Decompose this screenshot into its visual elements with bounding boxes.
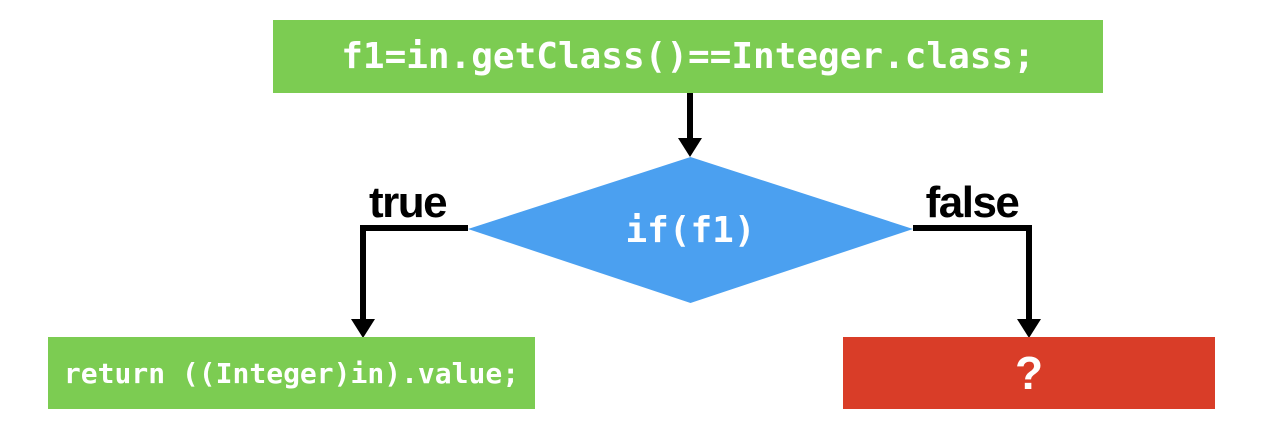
false-branch-vline [1026, 225, 1032, 319]
false-result-box: ? [843, 337, 1215, 409]
statement-box: f1=in.getClass()==Integer.class; [273, 20, 1103, 93]
false-result-question-mark: ? [1014, 347, 1044, 399]
true-result-code: return ((Integer)in).value; [63, 356, 520, 390]
false-branch-hline [913, 225, 1032, 231]
arrow-down-icon [1017, 319, 1041, 338]
decision-diamond [468, 157, 913, 303]
statement-code: f1=in.getClass()==Integer.class; [341, 36, 1035, 77]
true-branch-vline [360, 225, 366, 319]
true-branch-hline [362, 225, 468, 231]
arrow-down-icon [678, 138, 702, 157]
arrow-down-icon [351, 319, 375, 338]
true-result-box: return ((Integer)in).value; [48, 337, 535, 409]
decision-code: if(f1) [625, 209, 756, 251]
false-branch-label: false [925, 178, 1020, 227]
connector-top-line [687, 93, 693, 139]
decision-label-wrap: if(f1) [468, 157, 913, 303]
true-branch-label: true [368, 178, 448, 227]
